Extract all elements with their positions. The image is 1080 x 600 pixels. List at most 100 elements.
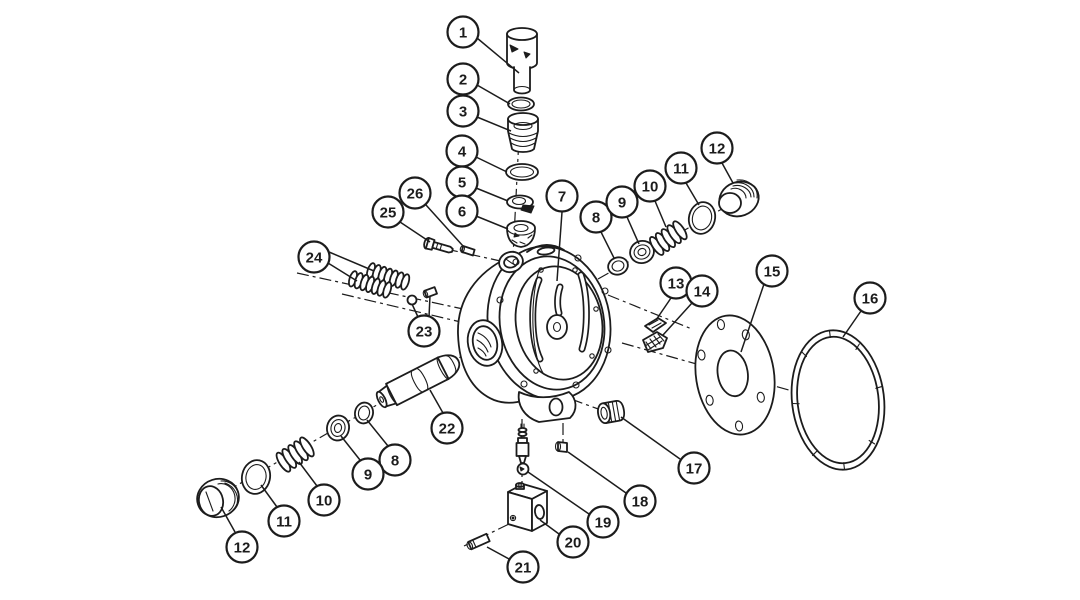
part-threaded-seat-3 bbox=[507, 112, 539, 153]
balloon-number-8-bottom: 8 bbox=[391, 452, 399, 469]
part-plug-18 bbox=[554, 441, 568, 453]
balloon-number-12-top: 12 bbox=[709, 140, 726, 157]
part-springs-24 bbox=[348, 262, 411, 299]
leader-line-25 bbox=[399, 221, 431, 243]
leader-line-7 bbox=[556, 211, 563, 282]
balloon-20: 20 bbox=[539, 519, 590, 559]
balloon-circle-6 bbox=[445, 194, 479, 228]
part-valve-block-20 bbox=[507, 482, 548, 532]
part-cap-12-bottom bbox=[196, 477, 240, 519]
leader-line-19 bbox=[527, 471, 590, 515]
balloon-11-top: 11 bbox=[664, 151, 700, 206]
balloon-number-4: 4 bbox=[458, 143, 467, 160]
balloon-8-bottom: 8 bbox=[366, 419, 412, 477]
balloon-circle-7 bbox=[545, 179, 579, 213]
balloon-2: 2 bbox=[446, 62, 511, 105]
balloon-23: 23 bbox=[407, 295, 441, 348]
balloon-circle-18 bbox=[623, 484, 657, 518]
leader-line-18 bbox=[567, 451, 627, 494]
leader-line-1 bbox=[476, 37, 520, 74]
leader-line-24 bbox=[327, 262, 358, 282]
leader-line-2 bbox=[476, 84, 511, 105]
balloon-8-top: 8 bbox=[579, 200, 615, 259]
leader-line-20 bbox=[539, 519, 560, 535]
balloon-13: 13 bbox=[655, 266, 693, 321]
balloon-number-7: 7 bbox=[558, 188, 566, 205]
part-screw-25 bbox=[423, 236, 454, 254]
leader-line-11-bottom bbox=[260, 484, 278, 508]
balloon-circle-12-bottom bbox=[225, 530, 259, 564]
leader-line-8-top bbox=[600, 231, 615, 259]
part-oring-11-top bbox=[687, 201, 717, 235]
balloon-circle-25 bbox=[371, 195, 405, 229]
balloon-number-24: 24 bbox=[306, 249, 323, 266]
balloon-24: 24 bbox=[297, 240, 375, 282]
balloon-number-10-top: 10 bbox=[642, 178, 659, 195]
balloon-circle-1 bbox=[446, 15, 480, 49]
balloon-5: 5 bbox=[445, 165, 509, 202]
balloon-number-21: 21 bbox=[515, 559, 532, 576]
balloon-19: 19 bbox=[527, 471, 620, 539]
balloon-circle-9-bottom bbox=[351, 457, 385, 491]
balloon-21: 21 bbox=[486, 546, 540, 584]
centerline-5 bbox=[341, 293, 500, 332]
centerline-11 bbox=[570, 398, 602, 411]
part-spring-pack-14 bbox=[642, 331, 668, 353]
leader-line-23 bbox=[428, 295, 431, 318]
balloon-number-3: 3 bbox=[459, 103, 467, 120]
part-wear-plate-15 bbox=[694, 314, 776, 436]
part-pin-26 bbox=[459, 245, 476, 257]
part-poppet-6 bbox=[506, 220, 536, 248]
balloon-number-8-top: 8 bbox=[592, 209, 600, 226]
balloon-number-23: 23 bbox=[416, 323, 433, 340]
balloon-17: 17 bbox=[620, 416, 711, 485]
balloon-number-25: 25 bbox=[380, 204, 397, 221]
balloon-number-20: 20 bbox=[565, 534, 582, 551]
balloon-circle-11-bottom bbox=[267, 504, 301, 538]
part-oring-4 bbox=[505, 163, 539, 181]
balloon-7: 7 bbox=[545, 179, 579, 282]
balloon-number-9-bottom: 9 bbox=[364, 466, 372, 483]
balloon-circle-16 bbox=[853, 281, 887, 315]
balloon-4: 4 bbox=[445, 134, 508, 173]
balloon-circle-14 bbox=[685, 274, 719, 308]
leader-line-17 bbox=[620, 416, 681, 460]
leader-line-9-bottom bbox=[340, 435, 361, 461]
balloon-number-2: 2 bbox=[459, 71, 467, 88]
leader-line-10-top bbox=[654, 200, 667, 228]
part-oring-8-bottom bbox=[354, 401, 374, 425]
leader-line-11-top bbox=[685, 182, 700, 206]
balloon-circle-15 bbox=[755, 254, 789, 288]
part-oring-11-bottom bbox=[240, 459, 272, 495]
balloon-10-top: 10 bbox=[633, 169, 667, 228]
leader-line-13 bbox=[655, 297, 672, 321]
centerline-6 bbox=[445, 248, 506, 263]
part-oring-8-top bbox=[607, 256, 629, 276]
centerline-7 bbox=[607, 294, 693, 330]
part-cap-12-top bbox=[718, 179, 760, 218]
balloon-22: 22 bbox=[429, 389, 464, 445]
leader-line-3 bbox=[476, 116, 512, 132]
balloon-15: 15 bbox=[740, 254, 789, 353]
balloon-number-13: 13 bbox=[668, 275, 685, 292]
leader-line-26 bbox=[425, 204, 464, 247]
balloon-circle-9-top bbox=[605, 185, 639, 219]
balloon-12-top: 12 bbox=[700, 131, 734, 184]
balloon-12-bottom: 12 bbox=[220, 506, 259, 564]
part-washer-5 bbox=[506, 194, 535, 214]
leader-line-12-bottom bbox=[220, 506, 236, 533]
balloon-9-top: 9 bbox=[605, 185, 640, 245]
balloon-18: 18 bbox=[567, 451, 657, 518]
balloon-11-bottom: 11 bbox=[260, 484, 301, 538]
balloon-circle-19 bbox=[586, 505, 620, 539]
balloon-number-15: 15 bbox=[764, 263, 781, 280]
balloon-circle-24 bbox=[297, 240, 331, 274]
balloon-circle-12-top bbox=[700, 131, 734, 165]
balloon-circle-21 bbox=[506, 550, 540, 584]
leader-line-8-bottom bbox=[366, 419, 389, 447]
leader-line-21 bbox=[486, 546, 510, 560]
leader-line-22 bbox=[429, 389, 444, 414]
balloon-circle-8-bottom bbox=[378, 443, 412, 477]
part-plug-1 bbox=[506, 27, 538, 95]
